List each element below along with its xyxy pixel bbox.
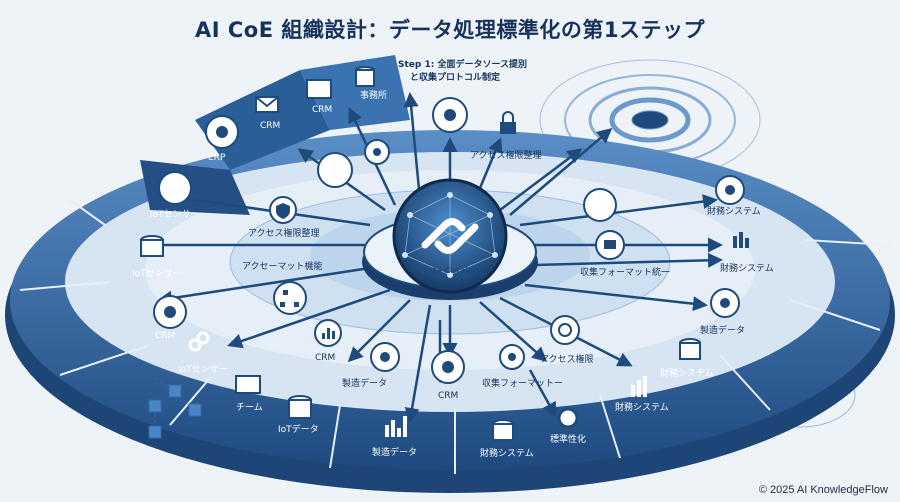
hub-label: Data Catalog	[421, 266, 480, 275]
arrows	[147, 92, 723, 423]
inner-labels: Step 1: 全面データソース提別 と収集プロトコル制定 アクセス権限整理 ア…	[242, 58, 670, 401]
lock-icon	[500, 111, 516, 134]
mail-icon	[255, 96, 279, 113]
label-erp: ERP	[208, 153, 226, 163]
network-icon	[273, 281, 307, 315]
label-access-format: アクセーマット機能	[242, 260, 323, 272]
label-access-right: アクセス権限	[540, 353, 594, 365]
data-catalog-hub[interactable]: Data Catalog	[362, 178, 538, 300]
segment-dividers	[19, 199, 891, 474]
step-label-1: Step 1: 全面データソース提別	[398, 58, 527, 70]
label-iot-data: IoTデータ	[278, 423, 319, 435]
chart-icon	[385, 416, 407, 437]
label-crm-inner: CRM	[315, 353, 335, 363]
label-access-top: アクセス権限整理	[470, 149, 542, 161]
database-icon	[140, 235, 164, 257]
label-zaimu-r4: 財務システム	[707, 205, 761, 217]
database-icon	[679, 338, 701, 360]
database-icon	[288, 395, 312, 419]
label-jimusho: 事務所	[360, 89, 387, 101]
icon-glyphs	[164, 109, 735, 373]
label-zaimu-r3: 財務システム	[720, 262, 774, 274]
label-zaimu-r2: 財務システム	[660, 367, 714, 379]
label-iot-3: IoTセンサー	[178, 364, 228, 375]
chart-icon	[631, 376, 647, 397]
ring-icons	[140, 66, 749, 441]
label-crm-left: CRM	[155, 331, 175, 341]
link-icon	[421, 218, 479, 254]
label-iot-1: IoTセンサー	[150, 209, 200, 220]
network-icon	[158, 171, 192, 205]
label-seizo-r: 製造データ	[700, 324, 745, 336]
target-icon	[550, 315, 580, 345]
gear-icon	[557, 407, 579, 429]
monitor-icon	[306, 79, 332, 99]
label-seizo-inner: 製造データ	[342, 377, 387, 389]
database-icon	[492, 419, 514, 441]
label-team: チーム	[236, 402, 263, 413]
label-format-bottom: 収集フォーマットー	[482, 377, 563, 389]
chart-icon	[733, 232, 749, 248]
tools-icon	[317, 152, 353, 188]
label-zaimu-bottom: 財務システム	[480, 447, 534, 459]
sync-icon	[583, 188, 617, 222]
label-hyojunka: 標準性化	[550, 433, 586, 445]
step-label-2: と収集プロトコル制定	[410, 71, 501, 83]
copyright: © 2025 AI KnowledgeFlow	[758, 484, 888, 496]
monitor-icon	[235, 375, 261, 394]
outer-labels-right: 製造データ 財務システム 財務システム	[700, 205, 774, 336]
label-crm-mid: CRM	[312, 105, 332, 115]
label-zaimu-r1: 財務システム	[615, 401, 669, 413]
link-icon	[188, 331, 210, 352]
cube-network	[148, 377, 202, 439]
label-format-right: 収集フォーマット統一	[580, 266, 670, 278]
label-access-left: アクセス権限整理	[248, 227, 320, 239]
label-iot-2: IoTセンサー	[132, 268, 182, 279]
label-seizo-bottom: 製造データ	[372, 446, 417, 458]
label-crm-top: CRM	[260, 121, 280, 131]
diagram-title: AI CoE 組織設計：データ処理標準化の第1ステップ	[195, 18, 705, 42]
label-crm-inner2: CRM	[438, 391, 458, 401]
database-icon	[355, 66, 375, 87]
outer-labels: CRM CRM 事務所 ERP IoTセンサー IoTセンサー CRM IoTセ…	[132, 89, 714, 459]
